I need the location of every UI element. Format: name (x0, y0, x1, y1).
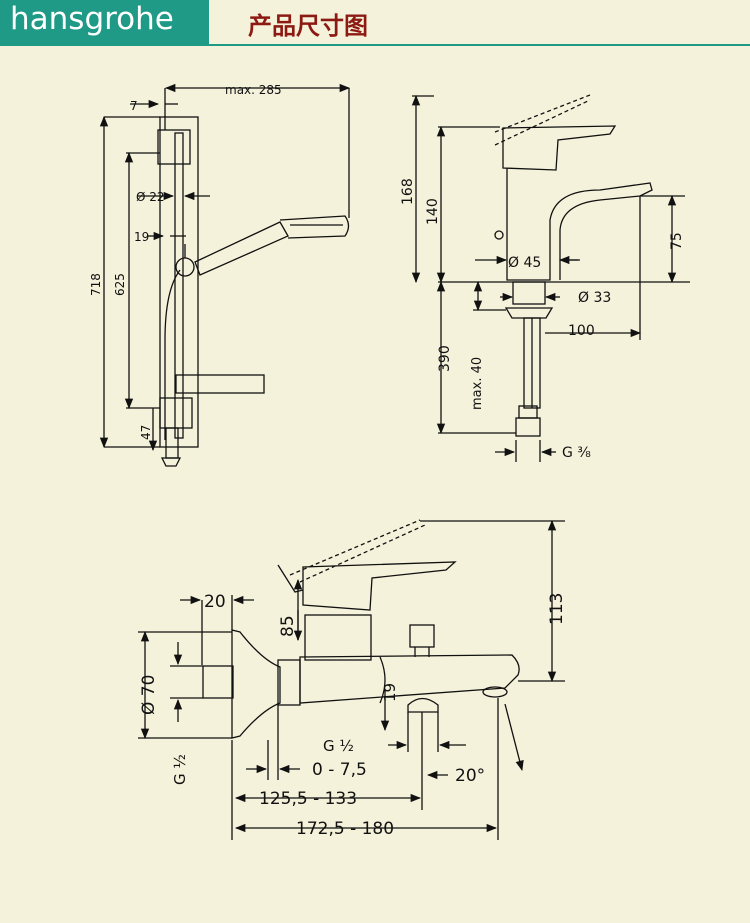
dim-connection: G ⅜ (562, 445, 591, 461)
brand-logo: hansgrohe (0, 0, 209, 44)
dim-base-diameter: Ø 45 (508, 255, 541, 271)
dim-outlet-angle: 20° (455, 766, 485, 786)
dim-bath-total-height: 113 (547, 593, 567, 625)
dim-bottom-clearance: 47 (139, 425, 153, 440)
dim-bracket-spacing: 625 (113, 273, 127, 296)
dim-connector-depth: 20 (204, 592, 226, 612)
dim-rail-diameter: Ø 22 (136, 190, 165, 204)
dim-diverter-offset: 19 (381, 683, 399, 702)
header-divider (0, 44, 750, 46)
dim-body-height: 85 (278, 615, 298, 637)
dim-reach-short: 125,5 - 133 (259, 789, 357, 809)
dim-outlet-height: 75 (669, 232, 685, 250)
brand-name: hansgrohe (10, 1, 174, 37)
shower-rail-drawing (99, 83, 351, 467)
page-header: hansgrohe 产品尺寸图 (0, 0, 750, 46)
dim-reach-long: 172,5 - 180 (296, 819, 394, 839)
dim-spout-height: 140 (425, 198, 441, 225)
dim-basin-total-height: 168 (400, 178, 416, 205)
page-title: 产品尺寸图 (248, 12, 368, 40)
dim-slider-offset: 19 (134, 230, 149, 244)
dim-max-reach: max. 285 (225, 83, 282, 97)
dim-hose-length: 390 (437, 345, 453, 372)
basin-mixer-drawing (411, 94, 690, 462)
dim-hole-diameter: Ø 33 (578, 290, 611, 306)
bath-mixer-drawing (138, 519, 565, 840)
dim-wall-offset: 7 (130, 99, 138, 113)
dim-projection: 100 (568, 323, 595, 339)
dim-flange-diameter: Ø 70 (139, 675, 159, 715)
dim-adjust-range: 0 - 7,5 (312, 760, 367, 780)
dim-outlet-thread: G ½ (323, 737, 354, 755)
dim-total-height: 718 (89, 273, 103, 296)
dim-max-thickness: max. 40 (470, 357, 485, 410)
dim-connector-thread: G ½ (171, 754, 189, 785)
